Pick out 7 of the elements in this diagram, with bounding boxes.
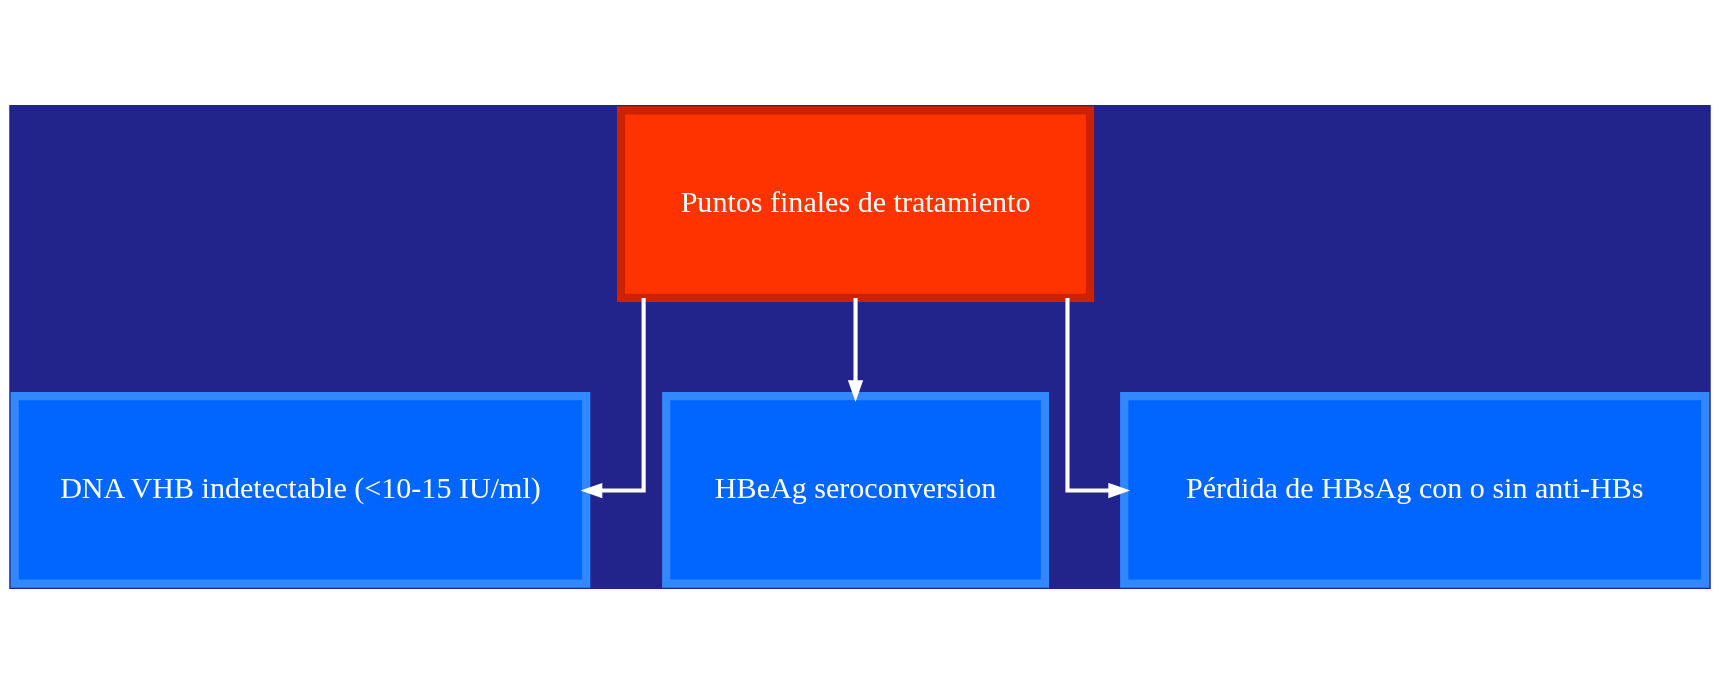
node-box: HBeAg seroconversion [662, 391, 1049, 588]
node-box: Puntos finales de tratamiento [617, 105, 1095, 302]
arrow [580, 297, 646, 498]
arrow [847, 297, 864, 402]
node-box: Pérdida de HBsAg con o sin anti-HBs [1120, 391, 1710, 588]
node-box: DNA VHB indetectable (<10-15 IU/ml) [10, 391, 591, 588]
arrow [1065, 297, 1131, 498]
